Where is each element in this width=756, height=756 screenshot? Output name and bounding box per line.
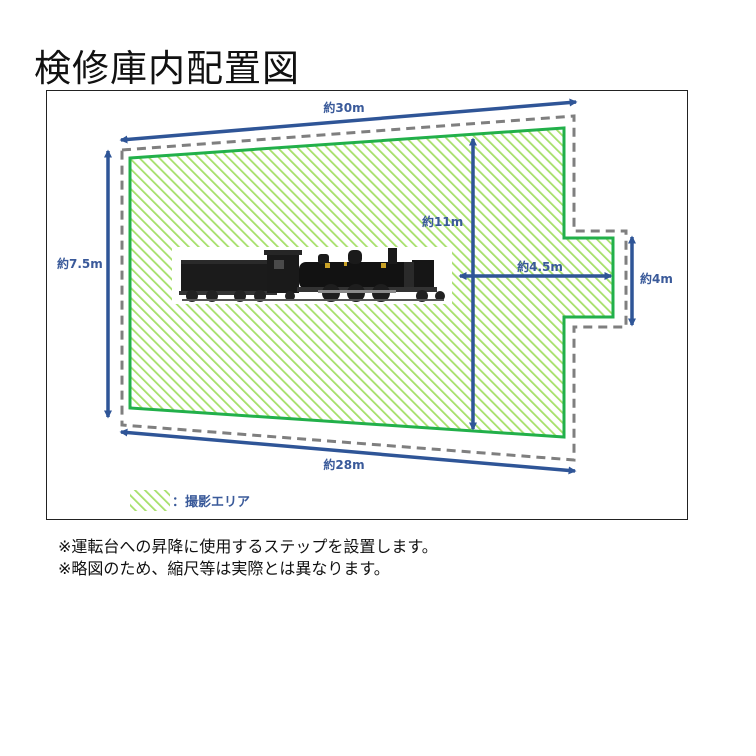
diagram-frame [46,90,688,520]
dimension-label-center: 約11m [422,214,463,229]
dimension-arrow-top [119,98,578,144]
dimension-label-extension-width: 約4m [640,271,673,286]
dimension-label-top: 約30m [323,100,364,115]
dimension-label-left: 約7.5m [57,256,103,271]
legend-label: ：撮影エリア [172,494,250,510]
steam-locomotive-icon [172,247,452,304]
page-title: 検修庫内配置図 [34,47,300,90]
note-item: ※運転台への昇降に使用するステップを設置します。 [58,537,438,556]
dimension-label-bottom: 約28m [323,457,364,472]
dimension-label-extension-length: 約4.5m [517,259,563,274]
notes: ※運転台への昇降に使用するステップを設置します。 ※略図のため、縮尺等は実際とは… [58,536,438,580]
legend-swatch [130,490,170,511]
dimension-arrow-bottom [119,428,577,475]
note-item: ※略図のため、縮尺等は実際とは異なります。 [58,559,390,578]
